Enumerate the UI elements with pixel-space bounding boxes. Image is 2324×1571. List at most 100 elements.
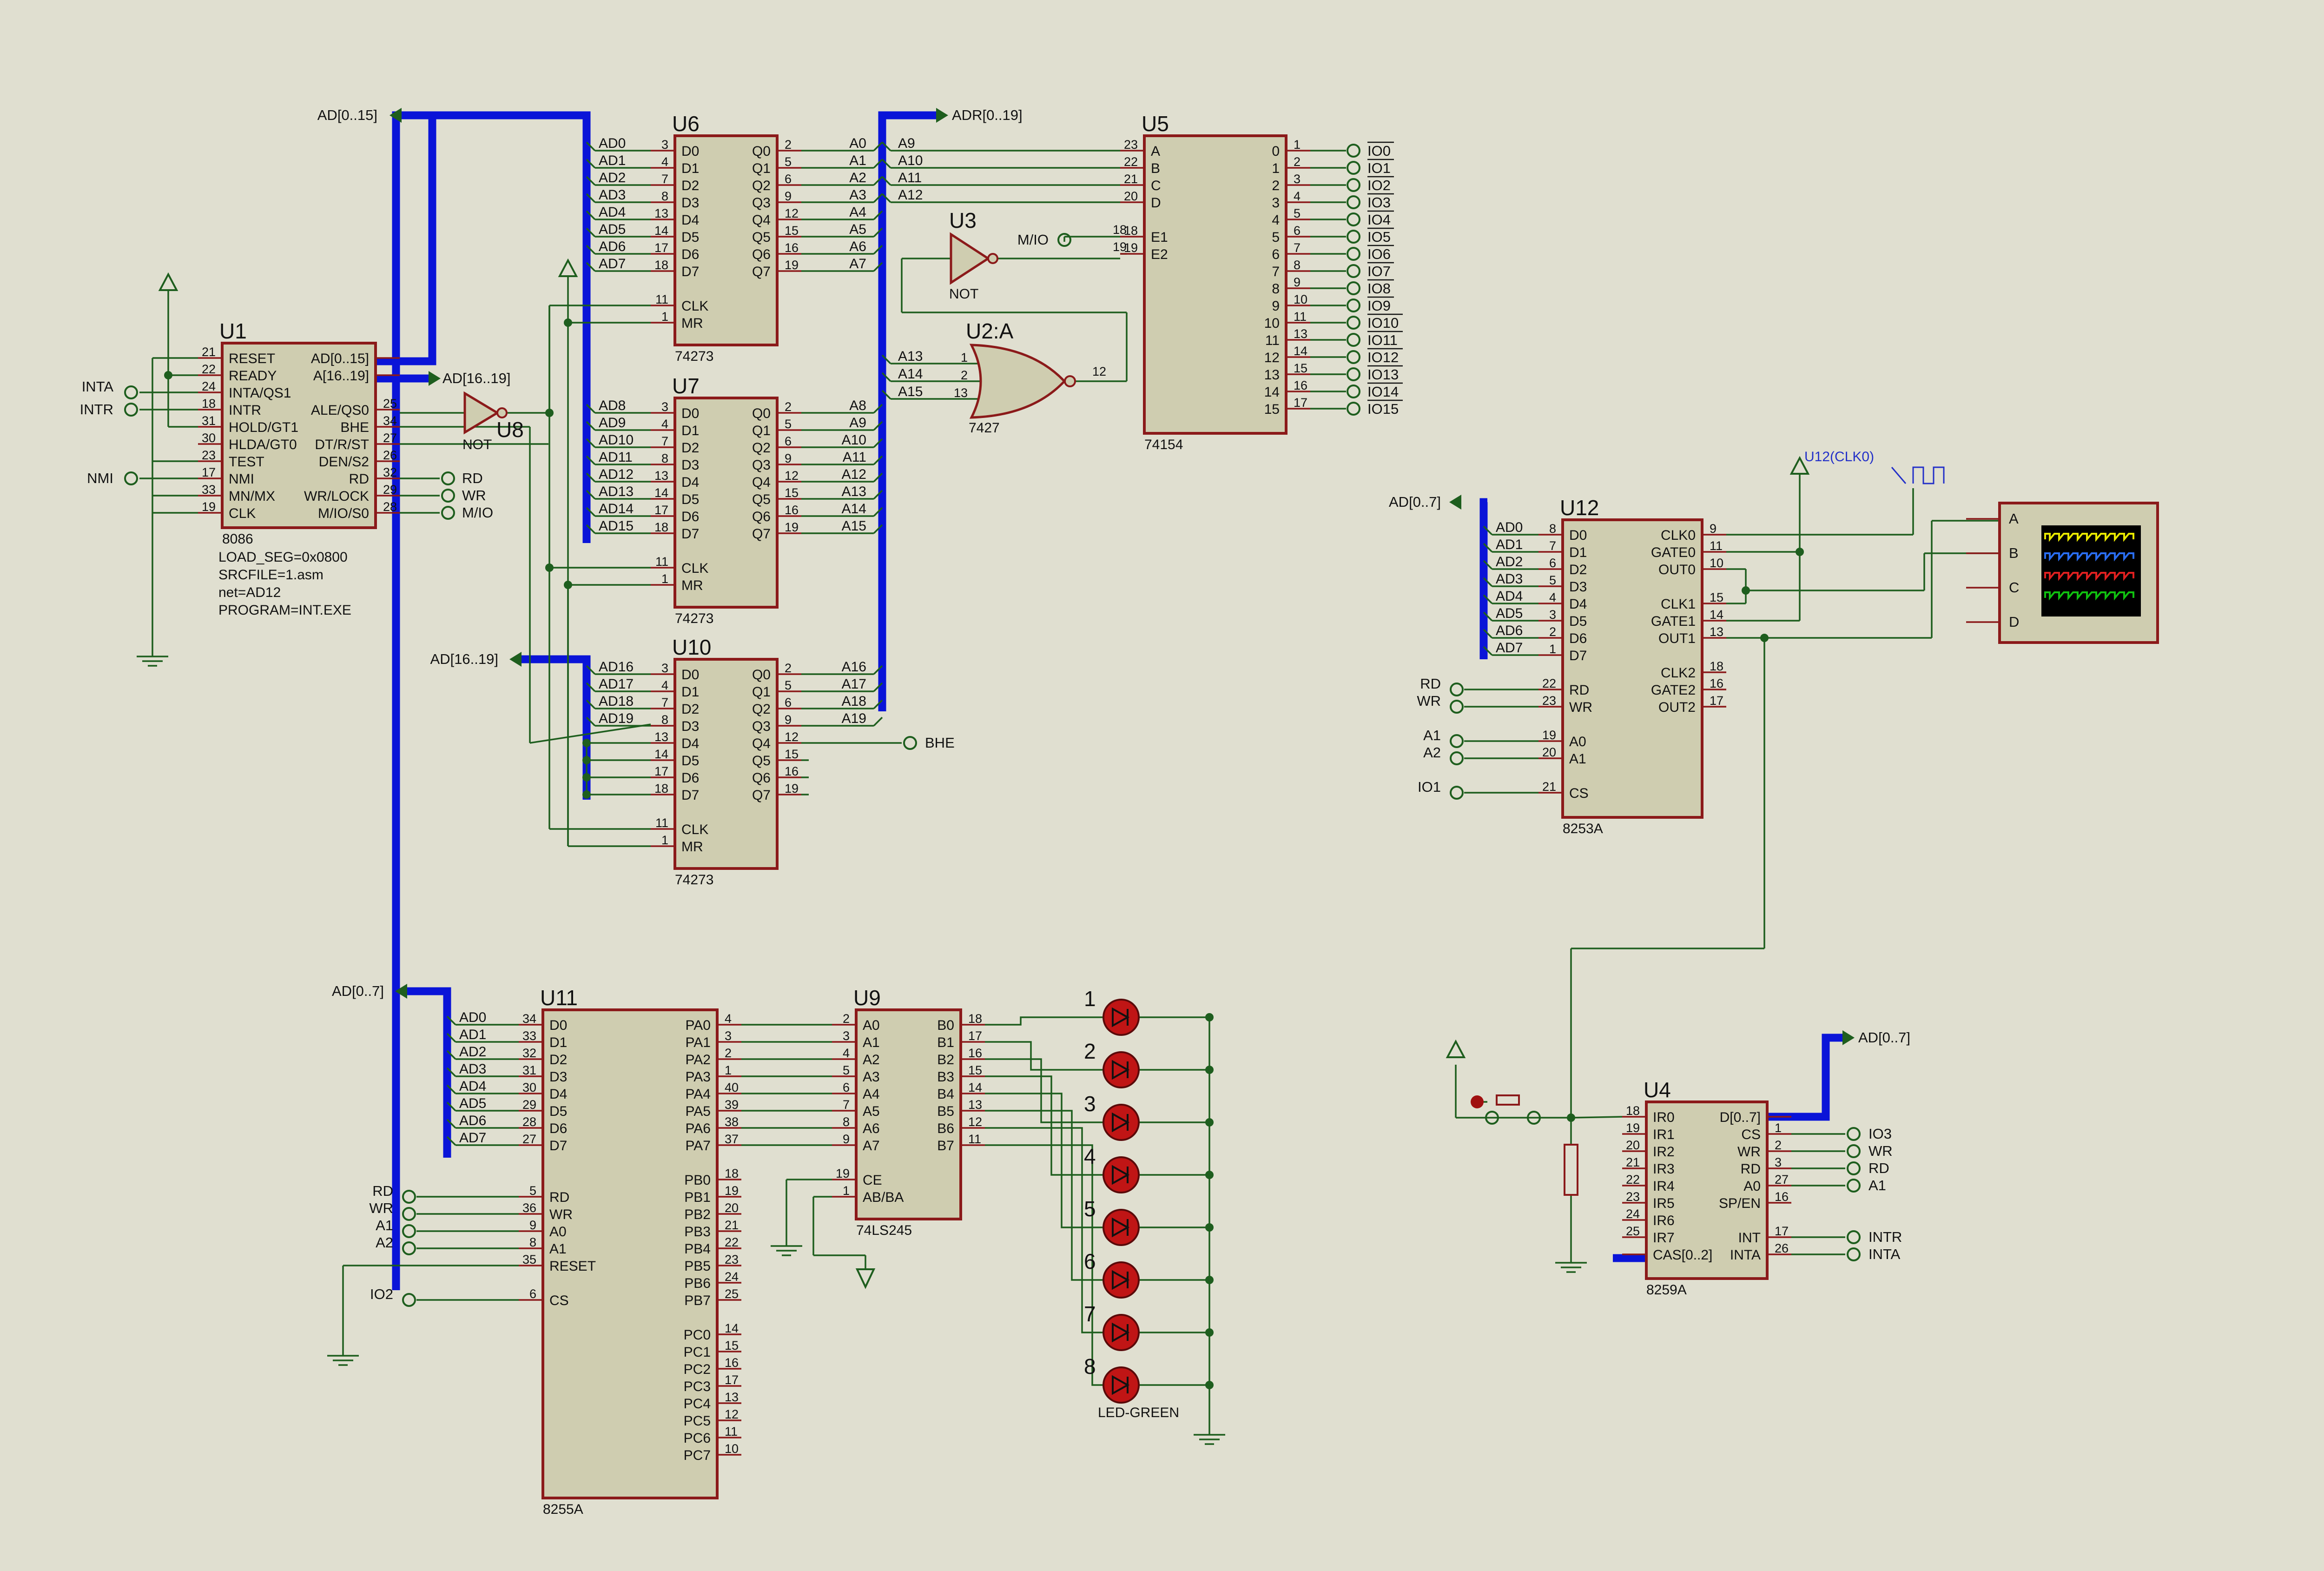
led-diode-icon bbox=[1112, 1322, 1130, 1343]
button-contact bbox=[1527, 1111, 1541, 1125]
chip-part-u5: 74154 bbox=[1144, 437, 1183, 452]
pin-number: 11 bbox=[725, 1425, 738, 1438]
pin-number: 1 bbox=[1549, 642, 1556, 656]
net-label-ad3: AD3 bbox=[599, 187, 626, 203]
pin-name: CLK bbox=[681, 561, 708, 576]
net-label-ad4: AD4 bbox=[1496, 589, 1523, 604]
label-u3-mio: M/IO bbox=[1017, 232, 1049, 248]
label-u11-cs: IO2 bbox=[370, 1286, 393, 1302]
led-part: LED-GREEN bbox=[1098, 1405, 1179, 1420]
bus-entry bbox=[586, 210, 596, 220]
pin-name: Q1 bbox=[752, 423, 771, 438]
bus-entry bbox=[873, 507, 883, 517]
junction-dot bbox=[164, 371, 172, 379]
led-4 bbox=[1103, 1156, 1140, 1193]
net-label-ad16: AD16 bbox=[599, 659, 634, 675]
term-nmi bbox=[124, 471, 138, 485]
pin-name: IR5 bbox=[1653, 1196, 1675, 1211]
net-label-ad1: AD1 bbox=[459, 1027, 486, 1042]
pin-name: INTA/QS1 bbox=[229, 385, 291, 401]
pin-name: B3 bbox=[937, 1069, 954, 1085]
pin-number: 2 bbox=[785, 138, 792, 152]
term-io bbox=[1347, 247, 1360, 261]
term-wr bbox=[441, 489, 455, 503]
pin-name: CS bbox=[1569, 786, 1589, 801]
pin-number: 6 bbox=[529, 1287, 536, 1301]
pin-name: CLK bbox=[681, 298, 708, 314]
pin-name: Q3 bbox=[752, 719, 771, 734]
pin-number: 4 bbox=[661, 417, 668, 431]
u8-ref: U8 bbox=[496, 418, 524, 442]
pin-number: 16 bbox=[725, 1356, 739, 1370]
bus-entry bbox=[586, 193, 596, 203]
bus-u12 bbox=[1479, 498, 1488, 659]
pin-name: Q7 bbox=[752, 526, 771, 542]
pin-number: 7 bbox=[661, 434, 668, 448]
net-label-a11: A11 bbox=[843, 450, 866, 465]
pin-name: 5 bbox=[1272, 230, 1280, 245]
label-u1-mio: M/IO bbox=[462, 504, 493, 521]
pin-number: 18 bbox=[725, 1167, 739, 1180]
chip-ref-u11: U11 bbox=[540, 986, 578, 1010]
label-u11-a1: A2 bbox=[376, 1234, 393, 1251]
net-label-a4: A4 bbox=[849, 205, 866, 220]
pin-name: D0 bbox=[681, 667, 699, 683]
bus-entry bbox=[873, 193, 883, 203]
led-3 bbox=[1103, 1104, 1140, 1141]
pin-number: 3 bbox=[843, 1029, 850, 1043]
label-io8: IO8 bbox=[1367, 280, 1391, 297]
pin-name: D1 bbox=[549, 1035, 567, 1050]
pin-name: 2 bbox=[1272, 178, 1280, 193]
label-u4-0: IO3 bbox=[1868, 1126, 1892, 1142]
bus-entry bbox=[446, 1101, 456, 1112]
pin-name: A1 bbox=[1569, 751, 1586, 767]
pin-name: MN/MX bbox=[229, 489, 275, 504]
term-u4 bbox=[1847, 1144, 1861, 1158]
pin-number: 23 bbox=[1542, 694, 1556, 708]
net-label-a11: A11 bbox=[898, 170, 922, 186]
pin-number: 19 bbox=[785, 520, 799, 534]
term-u12-wr bbox=[1450, 700, 1464, 714]
label-io3: IO3 bbox=[1367, 194, 1391, 211]
pin-number: 4 bbox=[661, 155, 668, 169]
pin-number: 23 bbox=[725, 1253, 739, 1266]
pin-number: 13 bbox=[1294, 327, 1307, 341]
pin-name: ALE/QS0 bbox=[311, 403, 369, 418]
pin-name: PB2 bbox=[684, 1207, 711, 1222]
term-u4 bbox=[1847, 1161, 1861, 1175]
pin-name: D1 bbox=[1569, 545, 1587, 560]
pin-number: 11 bbox=[655, 816, 668, 830]
pin-number: 5 bbox=[843, 1063, 850, 1077]
pin-name: BHE bbox=[340, 420, 369, 435]
pin-name: AB/BA bbox=[863, 1190, 904, 1205]
bus-entry bbox=[586, 159, 596, 169]
net-label-a7: A7 bbox=[849, 256, 866, 272]
pin-number: 22 bbox=[202, 362, 216, 376]
chip-part-u4: 8259A bbox=[1646, 1282, 1687, 1298]
pin-name: D0 bbox=[681, 144, 699, 159]
pushbutton bbox=[1496, 1094, 1520, 1106]
pin-number: 9 bbox=[785, 189, 792, 203]
power-symbol bbox=[558, 258, 578, 277]
pushbutton-knob bbox=[1471, 1095, 1484, 1108]
pin-number: 11 bbox=[655, 555, 668, 569]
pin-number: 34 bbox=[383, 414, 397, 428]
pin-number: 23 bbox=[1626, 1190, 1640, 1204]
pin-number: 2 bbox=[1775, 1138, 1782, 1152]
chip-body-u7 bbox=[673, 397, 779, 609]
bus-entry bbox=[873, 210, 883, 220]
pin-number: 19 bbox=[785, 782, 799, 795]
pin-name: D3 bbox=[681, 457, 699, 473]
pin-number: 2 bbox=[1549, 625, 1556, 639]
led-number-3: 3 bbox=[1084, 1092, 1096, 1116]
pin-name: Q4 bbox=[752, 475, 771, 490]
bus-entry bbox=[1483, 543, 1493, 553]
pin-number: 16 bbox=[1294, 378, 1307, 392]
pin-number: 16 bbox=[1775, 1190, 1789, 1204]
label-u11-rd: RD bbox=[372, 1183, 393, 1199]
pin-number: 16 bbox=[785, 764, 799, 778]
net-label-a19: A19 bbox=[842, 711, 866, 726]
misc-components: AD[0..15]ADR[0..19]AD[16..19]AD[16..19]A… bbox=[80, 107, 2159, 1420]
bus-entry bbox=[586, 438, 596, 448]
